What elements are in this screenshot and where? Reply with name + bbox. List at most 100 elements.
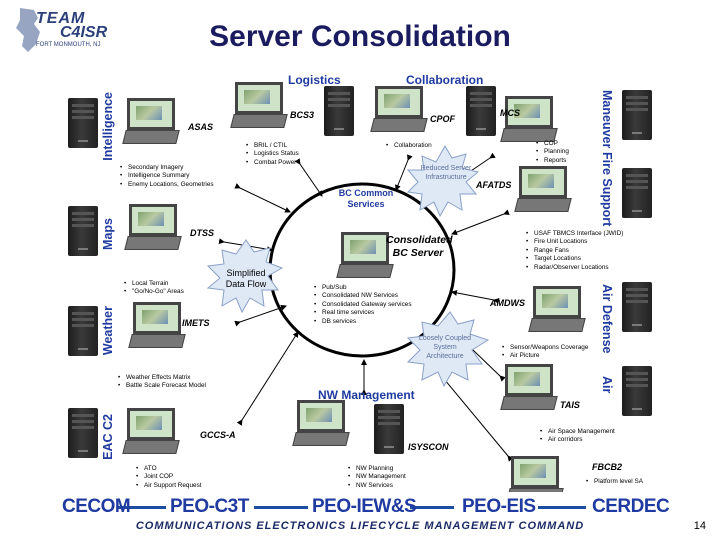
bullet: Real time services bbox=[314, 309, 412, 318]
server-air-defense bbox=[622, 282, 652, 332]
fbcb2-bullets: Platform level SA bbox=[584, 478, 643, 487]
bullet: USAF TBMCS Interface (JWID) bbox=[526, 230, 623, 239]
bullet: Radar/Observer Locations bbox=[526, 264, 623, 273]
logo-line-3: FORT MONMOUTH, NJ bbox=[36, 42, 101, 48]
heading-air: Air bbox=[600, 376, 614, 394]
footer-org-peo-iews: PEO-IEW&S bbox=[312, 496, 417, 517]
bullet: Pub/Sub bbox=[314, 284, 412, 293]
simplified-data-flow-label: Simplified Data Flow bbox=[225, 268, 267, 289]
bullet: Secondary Imagery bbox=[120, 164, 214, 173]
footer bbox=[0, 492, 720, 540]
heading-intelligence: Intelligence bbox=[101, 92, 115, 161]
mcs-bullets: COP Planning Reports bbox=[534, 140, 569, 166]
logo-line-2: C4ISR bbox=[60, 24, 108, 41]
laptop-imets bbox=[128, 302, 186, 352]
bullet: Sensor/Weapons Coverage bbox=[502, 344, 588, 353]
server-intelligence bbox=[68, 98, 98, 148]
laptop-asas bbox=[122, 98, 180, 148]
imets-bullets: Weather Effects Matrix Battle Scale Fore… bbox=[116, 374, 206, 391]
page-title: Server Consolidation bbox=[209, 20, 511, 53]
amdws-bullets: Sensor/Weapons Coverage Air Picture bbox=[500, 344, 588, 361]
bullet: ATO bbox=[136, 465, 202, 474]
system-bcs3: BCS3 bbox=[290, 110, 315, 120]
laptop-isyscon bbox=[292, 400, 350, 450]
laptop-tais bbox=[500, 364, 558, 414]
bullet: DB services bbox=[314, 318, 412, 327]
footer-org-cerdec: CERDEC bbox=[592, 496, 670, 517]
heading-weather: Weather bbox=[101, 306, 115, 356]
reduced-server-label: Reduced Server Infrastructure bbox=[420, 165, 472, 181]
bullet: Combat Power bbox=[246, 159, 299, 168]
server-maps bbox=[68, 206, 98, 256]
system-fbcb2: FBCB2 bbox=[592, 462, 623, 472]
bullet: Air corridors bbox=[540, 436, 615, 445]
loosely-coupled-burst bbox=[406, 311, 490, 388]
system-cpof: CPOF bbox=[430, 114, 456, 124]
system-imets: IMETS bbox=[182, 318, 210, 328]
bullet: "Go/No-Go" Areas bbox=[124, 288, 184, 297]
cpof-bullets: Collaboration bbox=[384, 142, 432, 151]
bullet: Intelligence Summary bbox=[120, 172, 214, 181]
footer-org-cecom: CECOM bbox=[62, 496, 131, 517]
isyscon-bullets: NW Planning NW Management NW Services bbox=[346, 465, 406, 491]
bullet: Air Space Management bbox=[540, 428, 615, 437]
server-maneuver bbox=[622, 90, 652, 140]
system-isyscon: ISYSCON bbox=[408, 442, 449, 452]
bullet: Platform level SA bbox=[586, 478, 643, 487]
link-cpof bbox=[395, 154, 413, 191]
bcs3-bullets: BRIL / CTIL Logistics Status Combat Powe… bbox=[244, 142, 299, 168]
bullet: NW Management bbox=[348, 473, 406, 482]
afatds-bullets: USAF TBMCS Interface (JWID) Fire Unit Lo… bbox=[524, 230, 623, 272]
bullet: Planning bbox=[536, 148, 569, 157]
server-eac-c2 bbox=[68, 408, 98, 458]
system-gccs-a: GCCS-A bbox=[200, 430, 236, 440]
bullet: Air Support Request bbox=[136, 482, 202, 491]
heading-fire-support: Fire Support bbox=[600, 152, 614, 227]
bc-common-services-label: BC Common Services bbox=[338, 188, 394, 209]
footer-divider bbox=[254, 506, 308, 509]
consolidated-bc-server-label: Consolidated BC Server bbox=[386, 234, 453, 259]
heading-nw-management: NW Management bbox=[318, 388, 415, 402]
laptop-afatds bbox=[514, 166, 572, 216]
laptop-amdws bbox=[528, 286, 586, 336]
bullet: Local Terrain bbox=[124, 280, 184, 289]
bullet: Fire Unit Locations bbox=[526, 238, 623, 247]
team-c4isr-logo bbox=[8, 6, 126, 54]
system-tais: TAIS bbox=[560, 400, 580, 410]
bullet: BRIL / CTIL bbox=[246, 142, 299, 151]
system-mcs: MCS bbox=[500, 108, 520, 118]
server-fire-support bbox=[622, 168, 652, 218]
footer-divider bbox=[538, 506, 586, 509]
bullet: Consolidated Gateway services bbox=[314, 301, 411, 310]
bullet: Weather Effects Matrix bbox=[118, 374, 206, 383]
laptop-cpof bbox=[370, 86, 428, 136]
bullet: NW Planning bbox=[348, 465, 406, 474]
footer-divider bbox=[118, 506, 166, 509]
simplified-data-flow-burst bbox=[206, 239, 284, 314]
loosely-coupled-label: Loosely Coupled System Architecture bbox=[418, 335, 472, 360]
workstation-dtss bbox=[124, 204, 182, 254]
bullet: Collaboration bbox=[386, 142, 432, 151]
footer-org-peo-eis: PEO-EIS bbox=[462, 496, 536, 517]
server-collaboration bbox=[466, 86, 496, 136]
laptop-mcs bbox=[500, 96, 558, 146]
bullet: Air Picture bbox=[502, 352, 588, 361]
workstation-consolidated-server bbox=[336, 232, 394, 282]
gccs-a-bullets: ATO Joint COP Air Support Request bbox=[134, 465, 202, 491]
asas-bullets: Secondary Imagery Intelligence Summary E… bbox=[118, 164, 214, 190]
bullet: Battle Scale Forecast Model bbox=[118, 382, 206, 391]
heading-maneuver: Maneuver bbox=[600, 90, 614, 149]
heading-eac-c2: EAC C2 bbox=[101, 414, 115, 460]
heading-maps: Maps bbox=[101, 218, 115, 250]
tais-bullets: Air Space Management Air corridors bbox=[538, 428, 615, 445]
system-dtss: DTSS bbox=[190, 228, 215, 238]
server-air bbox=[622, 366, 652, 416]
link-bcs3 bbox=[294, 158, 323, 197]
bullet: NW Services bbox=[348, 482, 406, 491]
bullet: Consolidated NW Services bbox=[314, 292, 412, 301]
footer-org-peo-c3t: PEO-C3T bbox=[170, 496, 249, 517]
link-afatds bbox=[451, 209, 510, 236]
system-afatds: AFATDS bbox=[476, 180, 512, 190]
bullet: Reports bbox=[536, 157, 569, 166]
center-bullets: Pub/Sub Consolidated NW Services Consoli… bbox=[312, 284, 412, 327]
